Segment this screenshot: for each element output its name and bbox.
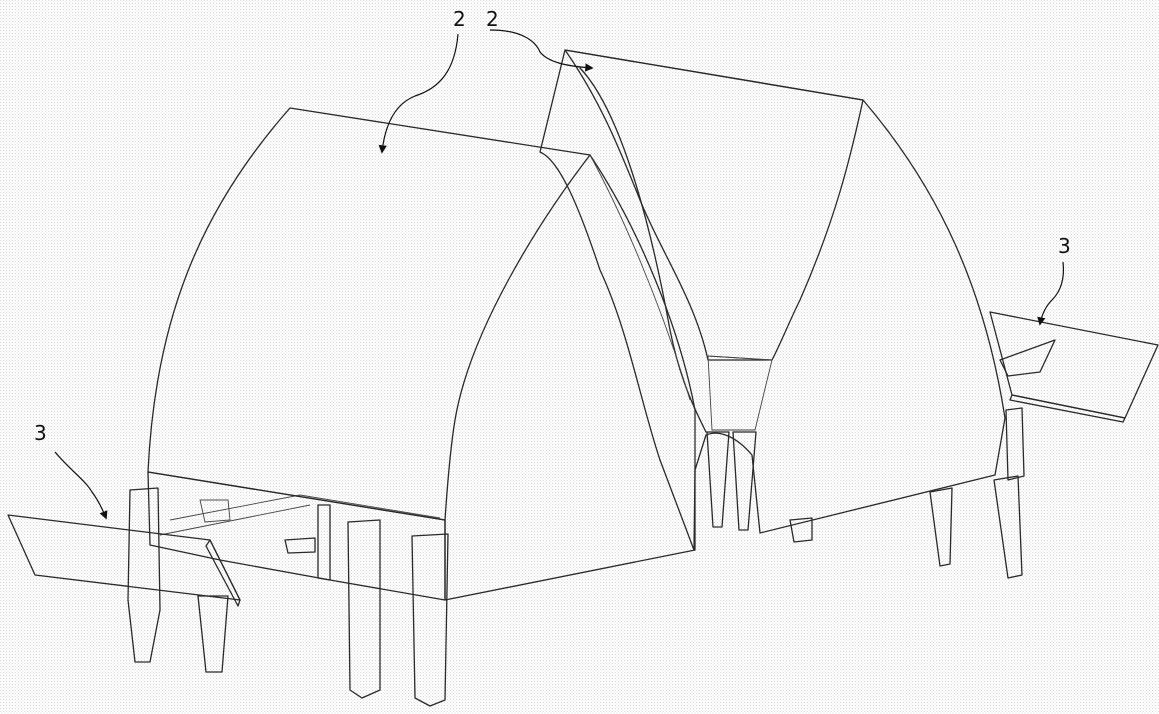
rear-leg-3	[929, 487, 953, 567]
rear-leg-1	[706, 431, 730, 528]
right-ramp	[989, 311, 1159, 423]
leader-3-right	[1037, 261, 1065, 326]
rear-leg-2	[732, 431, 757, 531]
rear-shelter-body	[539, 49, 1006, 551]
front-leg-3	[347, 519, 381, 699]
right-ramp-brace	[999, 339, 1056, 377]
front-leg-2	[197, 595, 229, 673]
front-shelter-body	[147, 107, 696, 601]
ref-label-3-left: 3	[34, 421, 47, 445]
rear-leg-4	[993, 475, 1023, 579]
rear-foot-small	[789, 517, 813, 543]
leader-2-right	[489, 29, 594, 72]
front-leg-1	[127, 487, 161, 663]
leader-2-left	[378, 33, 459, 154]
front-arc-edge	[444, 154, 591, 521]
ref-label-2-right: 2	[486, 7, 499, 31]
ref-label-2-left: 2	[453, 7, 466, 31]
front-shelter-unit	[127, 471, 449, 707]
rear-leg-5	[1005, 407, 1025, 481]
rear-arc-edge	[579, 67, 707, 433]
leader-3-left	[54, 451, 108, 520]
ref-label-3-right: 3	[1058, 234, 1071, 258]
left-ramp	[7, 514, 241, 607]
front-leg-4	[411, 533, 449, 707]
rear-shelter-unit	[539, 49, 1025, 579]
